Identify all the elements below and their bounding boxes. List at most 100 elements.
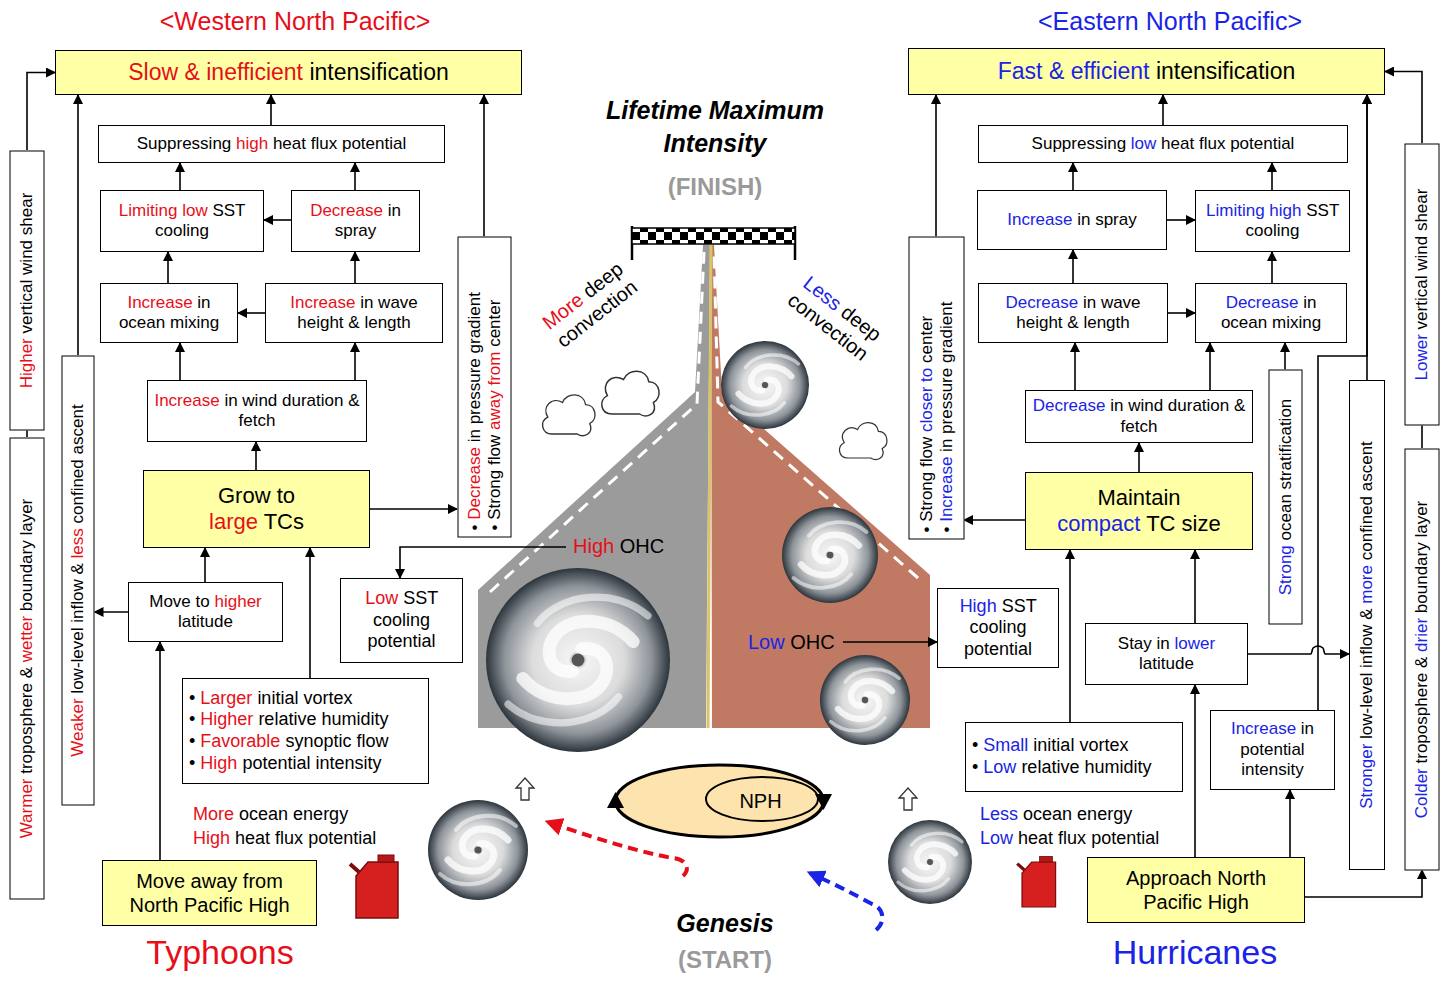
- text-run: potential: [342, 134, 406, 153]
- text-run: [1072, 210, 1077, 229]
- text-run: Genesis: [676, 909, 773, 937]
- text-run: relative: [258, 709, 316, 729]
- text-run: inflow: [1357, 625, 1376, 668]
- text-run: [1357, 739, 1376, 744]
- connector-arrow: [1072, 163, 1074, 190]
- text-run: (FINISH): [668, 173, 763, 200]
- key-box: Grow to large TCs: [143, 470, 370, 548]
- text-run: North: [129, 894, 178, 916]
- connector-arrow: [1194, 550, 1196, 623]
- text-run: Decrease: [464, 447, 483, 520]
- text-run: [1152, 634, 1157, 653]
- text-run: [195, 753, 200, 773]
- text-run: to: [196, 592, 210, 611]
- text-run: synoptic: [285, 731, 351, 751]
- text-run: [68, 454, 87, 459]
- typhoon-image: [428, 800, 528, 900]
- text-run: less: [68, 528, 87, 558]
- text-run: in: [1083, 293, 1096, 312]
- label-text: <Eastern North Pacific>: [960, 6, 1380, 36]
- text-run: in: [388, 201, 401, 220]
- high-pressure-outer: [616, 765, 824, 837]
- label-text: (FINISH): [615, 173, 815, 202]
- fuel-can-handle: [378, 855, 394, 862]
- text-run: Increase: [1231, 719, 1296, 738]
- text-run: vertical: [17, 279, 36, 333]
- text-run: ocean: [1221, 313, 1267, 332]
- text-run: drier: [1412, 617, 1431, 651]
- text-run: Typhoons: [146, 933, 293, 971]
- vertical-box: • Decrease in pressure gradient• Strong …: [457, 237, 511, 538]
- text-run: to: [916, 368, 935, 382]
- text-run: [1149, 58, 1155, 84]
- text-run: [1412, 270, 1431, 275]
- box-text: • Higher relative humidity: [189, 709, 388, 731]
- text-run: High: [193, 828, 230, 848]
- text-run: length: [364, 313, 410, 332]
- text-run: Limiting: [119, 201, 178, 220]
- text-run: Low: [980, 828, 1013, 848]
- text-run: vertical: [1412, 275, 1431, 329]
- text-run: potential: [1091, 828, 1159, 848]
- label-text: Less deep convection: [770, 260, 901, 376]
- text-run: [997, 596, 1002, 616]
- text-run: &: [1067, 313, 1078, 332]
- text-run: [1194, 134, 1199, 153]
- box-text: Increase in spray: [1007, 210, 1136, 230]
- text-run: [1267, 313, 1272, 332]
- text-run: Less: [980, 804, 1018, 824]
- connector-arrow: [255, 442, 257, 470]
- label-text: Less ocean energy: [980, 804, 1132, 826]
- label-text: Hurricanes: [1065, 932, 1325, 973]
- high-pressure-inner: [706, 777, 818, 821]
- text-run: away: [484, 390, 503, 430]
- box-text: Low SST cooling potential: [347, 588, 456, 653]
- text-run: [484, 430, 503, 435]
- text-run: [1078, 293, 1083, 312]
- text-run: [1357, 668, 1376, 673]
- connector-arrow: [95, 611, 129, 613]
- text-run: OHC: [790, 631, 834, 653]
- box-text: Stay in lower latitude: [1092, 634, 1241, 675]
- text-run: [1412, 231, 1431, 236]
- text-run: [1064, 58, 1070, 84]
- box-text: Increase in ocean mixing: [107, 293, 231, 334]
- text-run: SST: [1306, 201, 1339, 220]
- text-run: •: [189, 688, 195, 708]
- box-text: Increase in wave height & length: [272, 293, 436, 334]
- text-run: away: [191, 870, 238, 892]
- box-text: • Strong flow away from center: [484, 300, 504, 531]
- text-run: &: [1234, 396, 1245, 415]
- text-run: size: [1182, 511, 1221, 536]
- text-run: [464, 442, 483, 447]
- text-run: [1013, 828, 1018, 848]
- text-run: [1028, 735, 1033, 755]
- connector-arrow: [1168, 312, 1195, 314]
- text-run: <Eastern: [1038, 7, 1139, 35]
- dirt-road: [711, 245, 930, 728]
- text-run: [1357, 604, 1376, 609]
- pressure-ellipse: NPH: [612, 762, 827, 840]
- text-run: Larger: [200, 688, 252, 708]
- box-text: • High potential intensity: [189, 753, 382, 775]
- label-text: (START): [625, 946, 825, 975]
- key-box: Fast & efficient intensification: [908, 48, 1385, 95]
- text-run: in: [224, 391, 237, 410]
- text-run: [484, 386, 503, 391]
- text-run: Small: [983, 735, 1028, 755]
- text-run: [1357, 560, 1376, 565]
- text-run: energy: [293, 804, 348, 824]
- text-run: [360, 313, 365, 332]
- text-run: closer: [916, 387, 935, 432]
- connector-arrow: [238, 312, 265, 314]
- ellipse-outline: [612, 762, 827, 840]
- text-run: boundary: [17, 540, 36, 611]
- text-run: to: [277, 483, 295, 508]
- text-run: Decrease: [1005, 293, 1078, 312]
- leader-arrow: [400, 547, 566, 578]
- text-run: intensity: [1241, 760, 1303, 779]
- text-run: [178, 59, 184, 85]
- text-run: [237, 870, 243, 892]
- connector-arrow: [1305, 870, 1422, 897]
- fuel-can-body: [356, 862, 398, 918]
